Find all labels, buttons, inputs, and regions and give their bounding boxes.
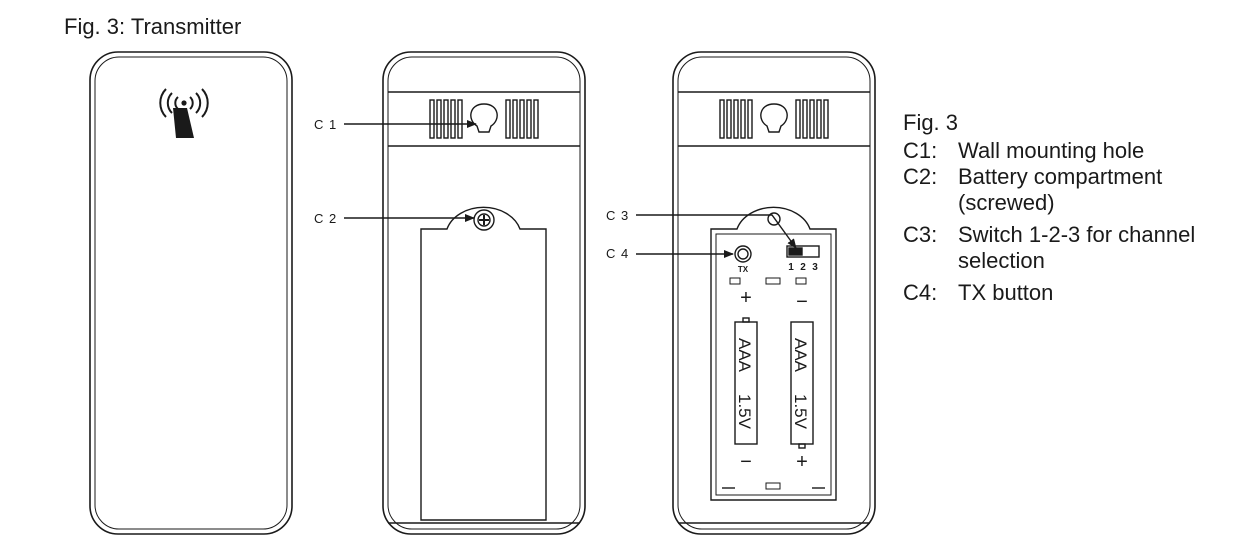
callout-c3-label: C 3 xyxy=(606,208,629,223)
vent-slots-right xyxy=(505,99,539,139)
legend-item-c2: C2: Battery compartment (screwed) xyxy=(903,164,1257,216)
battery-compartment xyxy=(710,206,837,501)
legend-title: Fig. 3 xyxy=(903,110,959,135)
callout-c1-label: C 1 xyxy=(314,117,337,132)
legend-key: C4: xyxy=(903,280,938,305)
battery-2-type: AAA xyxy=(791,338,810,373)
switch-label-2: 2 xyxy=(800,262,806,273)
legend-text: Switch 1-2-3 for channel selection xyxy=(958,222,1196,273)
transmitter-open-view: TX 1 2 3 + − AAA 1.5V − + AAA 1.5V xyxy=(672,51,876,535)
callout-c2: C 2 xyxy=(314,211,475,226)
callout-c3-arrow xyxy=(636,214,797,249)
legend: Fig. 3 C1: Wall mounting hole C2: Batter… xyxy=(903,110,1257,306)
legend-item-c3: C3: Switch 1-2-3 for channel selection xyxy=(903,222,1257,274)
battery-1-voltage: 1.5V xyxy=(735,394,754,430)
battery-cover xyxy=(420,206,547,521)
legend-text: Wall mounting hole xyxy=(958,138,1145,163)
tx-label: TX xyxy=(738,265,749,274)
figure-title: Fig. 3: Transmitter xyxy=(64,14,242,39)
vent-slots-right-open xyxy=(795,99,829,139)
legend-key: C3: xyxy=(903,222,938,247)
battery-1-minus: − xyxy=(740,451,752,473)
callout-c4: C 4 xyxy=(606,246,734,261)
callout-c1: C 1 xyxy=(314,117,477,132)
channel-switch xyxy=(786,245,820,258)
legend-text: TX button xyxy=(958,280,1054,305)
cover-screw xyxy=(473,209,495,231)
switch-label-3: 3 xyxy=(812,262,818,273)
callout-c2-label: C 2 xyxy=(314,211,337,226)
legend-key: C1: xyxy=(903,138,938,163)
vent-slots-left-open xyxy=(719,99,753,139)
battery-2-minus: − xyxy=(796,291,808,313)
screw-hole xyxy=(767,212,781,226)
battery-2-plus: + xyxy=(796,451,808,473)
wall-mounting-hole xyxy=(470,103,498,133)
battery-1-plus: + xyxy=(740,287,752,309)
battery-2 xyxy=(790,321,814,449)
transmitter-back-view xyxy=(382,51,586,535)
legend-item-c4: C4: TX button xyxy=(903,280,1257,306)
legend-key: C2: xyxy=(903,164,938,189)
callout-c4-label: C 4 xyxy=(606,246,629,261)
battery-2-voltage: 1.5V xyxy=(791,394,810,430)
tx-button xyxy=(734,245,752,263)
switch-label-1: 1 xyxy=(788,262,794,273)
legend-item-c1: C1: Wall mounting hole xyxy=(903,138,1257,164)
battery-1 xyxy=(734,317,758,445)
legend-text: Battery compartment (screwed) xyxy=(958,164,1163,215)
battery-1-type: AAA xyxy=(735,338,754,373)
wireless-signal-icon xyxy=(159,88,209,138)
callout-c3: C 3 xyxy=(606,208,797,249)
vent-slots-left xyxy=(429,99,463,139)
transmitter-front-view xyxy=(89,51,293,535)
